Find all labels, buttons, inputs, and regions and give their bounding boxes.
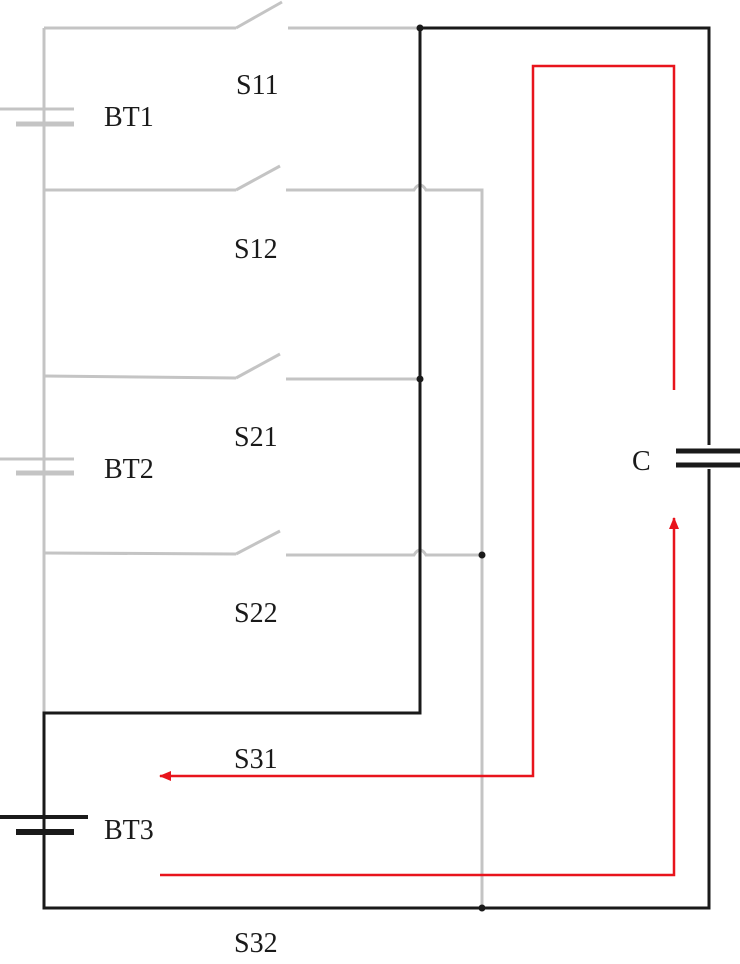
s12-label: S12	[234, 234, 278, 265]
active-loop-wire	[42, 26, 711, 910]
s22-left-wire	[43, 551, 237, 556]
s22-label: S22	[234, 598, 278, 629]
junction-dot	[416, 375, 424, 383]
capacitor-label: C	[632, 446, 651, 477]
s22-right-wire	[286, 548, 482, 557]
junction-dot	[416, 24, 424, 32]
labels: BT1 BT2 BT3 S11 S12 S21 S22 S31 S32 C	[104, 70, 651, 959]
bt3-label: BT3	[104, 815, 154, 846]
s32-label: S32	[234, 928, 278, 959]
s12-switch-blade	[235, 164, 281, 192]
s21-switch-blade	[235, 352, 281, 380]
bt1-label: BT1	[104, 102, 154, 133]
bt2-label: BT2	[104, 454, 154, 485]
active-circuit	[0, 26, 711, 910]
capacitor	[676, 445, 740, 469]
discharge-flow-arrow	[159, 64, 676, 781]
s12-right-wire	[286, 183, 484, 908]
junction-dot	[478, 551, 486, 559]
s11-switch-blade	[235, 0, 283, 30]
junctions	[416, 24, 486, 912]
s21-label: S21	[234, 422, 278, 453]
current-flow	[159, 64, 679, 877]
charge-flow-arrow	[160, 517, 679, 877]
s22-switch-blade	[235, 529, 281, 556]
junction-dot	[478, 904, 486, 912]
s31-label: S31	[234, 744, 278, 775]
s11-label: S11	[236, 70, 279, 101]
s21-left-wire	[43, 374, 237, 380]
